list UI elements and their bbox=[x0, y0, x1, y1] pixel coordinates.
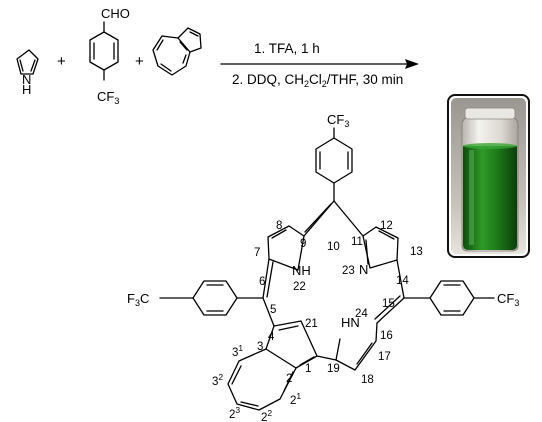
atom-number: 12 bbox=[380, 220, 393, 232]
atom-number: 6 bbox=[259, 276, 265, 288]
atom-number: 14 bbox=[396, 275, 409, 287]
reaction-arrow bbox=[220, 59, 419, 69]
atom-number: 22 bbox=[261, 408, 272, 422]
atom-number: 5 bbox=[270, 304, 276, 316]
atom-number: 13 bbox=[410, 246, 423, 258]
atom-number: 19 bbox=[327, 363, 340, 375]
cho-label: CHO bbox=[101, 6, 130, 21]
benzaldehyde-structure: CHO CF3 bbox=[89, 6, 130, 106]
atom-number: 7 bbox=[254, 247, 260, 259]
atom-number: 32 bbox=[212, 372, 223, 388]
plus-sign: + bbox=[135, 53, 144, 70]
atom-number: 18 bbox=[361, 374, 374, 386]
cf3-top-label: CF3 bbox=[327, 112, 349, 129]
atom-number: 8 bbox=[276, 220, 282, 232]
atom-number: 17 bbox=[378, 351, 391, 363]
atom-number: 23 bbox=[229, 405, 240, 421]
pyrrole-n-label: N bbox=[22, 72, 31, 87]
n24-number: 24 bbox=[355, 308, 368, 320]
plus-sign: + bbox=[57, 53, 66, 70]
azulene-structure bbox=[152, 27, 202, 76]
atom-number: 16 bbox=[380, 330, 393, 342]
porphyrin-product-structure: CF3 CF3 F3C bbox=[127, 112, 519, 422]
atom-number: 11 bbox=[351, 236, 363, 248]
atom-number: 15 bbox=[382, 298, 395, 310]
atom-number: 21 bbox=[305, 318, 318, 330]
hn24-label: HN bbox=[341, 315, 360, 330]
atom-number: 21 bbox=[290, 391, 301, 407]
n23-label: N bbox=[359, 262, 368, 277]
pyrrole-structure: N H bbox=[16, 49, 39, 97]
cf3-left-label: F3C bbox=[127, 291, 149, 308]
pyrrole-h-label: H bbox=[22, 82, 31, 97]
green-solution-vial-photo bbox=[447, 94, 530, 258]
cf3-right-label: CF3 bbox=[497, 291, 519, 308]
atom-number: 31 bbox=[232, 343, 243, 359]
nh22-label: NH bbox=[292, 263, 311, 278]
n23-number: 23 bbox=[342, 265, 355, 277]
atom-number: 10 bbox=[327, 241, 340, 253]
atom-number: 2 bbox=[286, 373, 292, 385]
atom-number: 4 bbox=[268, 331, 275, 343]
atom-number: 9 bbox=[300, 238, 306, 250]
cf3-label: CF3 bbox=[97, 89, 119, 106]
condition-step-1: 1. TFA, 1 h bbox=[254, 41, 320, 56]
atom-number: 3 bbox=[257, 341, 263, 353]
n22-number: 22 bbox=[293, 281, 306, 293]
atom-number: 1 bbox=[305, 363, 311, 375]
condition-step-2: 2. DDQ, CH2Cl2/THF, 30 min bbox=[232, 72, 403, 89]
